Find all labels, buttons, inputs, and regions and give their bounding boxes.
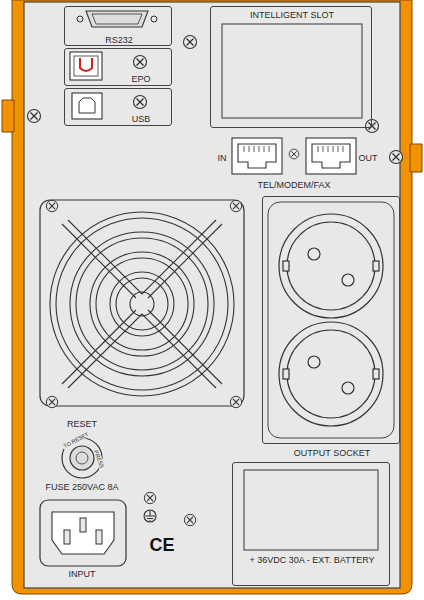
port-label: INPUT <box>69 569 96 579</box>
panel-label: + 36VDC 30A - EXT. BATTERY <box>237 555 387 565</box>
port-label: TEL/MODEM/FAX <box>257 180 330 190</box>
port-box: USB <box>64 88 172 126</box>
port-label: OUT <box>359 153 378 163</box>
panel-label: EPO <box>131 74 150 84</box>
port-box: RS232 <box>64 6 172 46</box>
panel-label: RS232 <box>105 35 133 45</box>
slot-panel: INTELLIGENT SLOT <box>210 6 372 128</box>
panel-label: INTELLIGENT SLOT <box>250 10 334 20</box>
button-label: RESET <box>67 419 97 429</box>
panel-label: OUTPUT SOCKET <box>294 448 370 458</box>
port-label: IN <box>218 153 227 163</box>
socket-panel: OUTPUT SOCKET <box>262 196 400 444</box>
panel-label: USB <box>132 114 151 124</box>
fuse-label: FUSE 250VAC 8A <box>46 482 119 492</box>
battery-panel: + 36VDC 30A - EXT. BATTERY <box>232 462 390 586</box>
ce-mark: CE <box>149 535 174 556</box>
port-box: EPO <box>64 48 172 86</box>
